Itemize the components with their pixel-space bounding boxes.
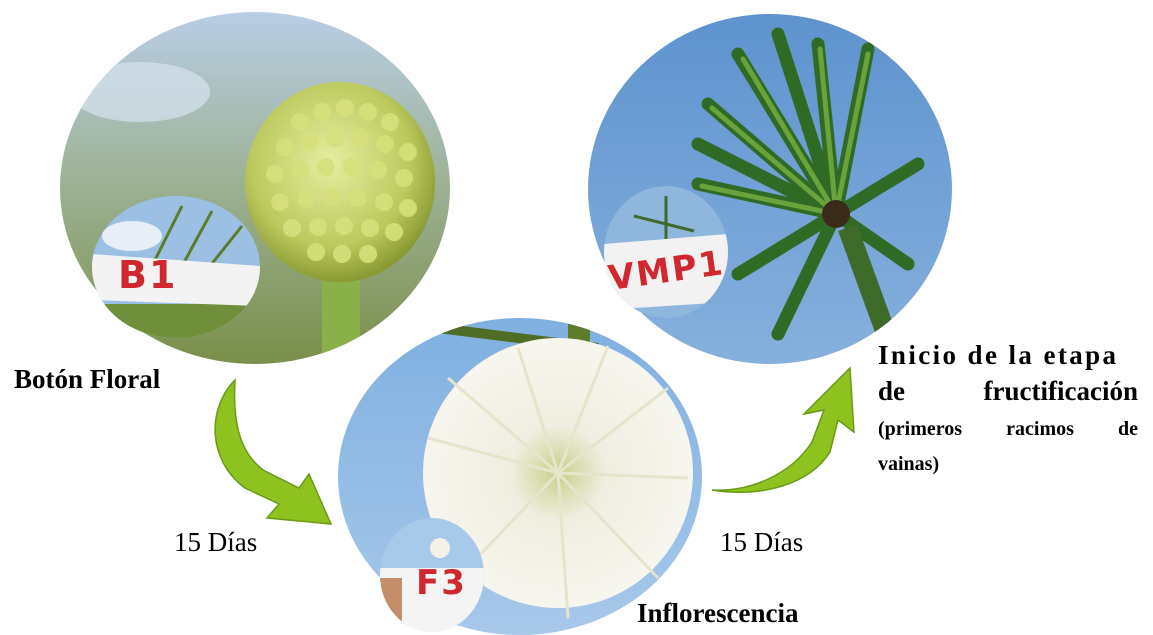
curved-arrow-icon: [205, 378, 335, 528]
stage-3-subcaption-line1-b: racimos: [1006, 418, 1074, 441]
stage-3-subcaption-line2: vainas): [878, 453, 939, 476]
interval-2-label: 15 Días: [720, 527, 803, 558]
stage-2-caption: Inflorescencia: [637, 598, 798, 629]
inflorescence-tag-label: F3: [416, 563, 467, 603]
stage-3-caption-line1: Inicio de la etapa: [878, 340, 1118, 371]
stage-3-caption-line2-b: fructificación: [984, 376, 1138, 407]
interval-1-label: 15 Días: [174, 527, 257, 558]
stage-3-subcaption-line1-a: (primeros: [878, 418, 962, 441]
curved-arrow-icon: [708, 366, 858, 498]
stage-3-caption-line2-a: de: [878, 376, 905, 407]
bud-tag-label: B1: [118, 253, 177, 297]
stage-3-caption-line2: de fructificación: [878, 376, 1138, 407]
stage-3-subcaption-line1: (primeros racimos de: [878, 418, 1138, 441]
stage-3-subcaption-line1-c: de: [1118, 418, 1138, 441]
stage-1-caption: Botón Floral: [14, 364, 160, 395]
